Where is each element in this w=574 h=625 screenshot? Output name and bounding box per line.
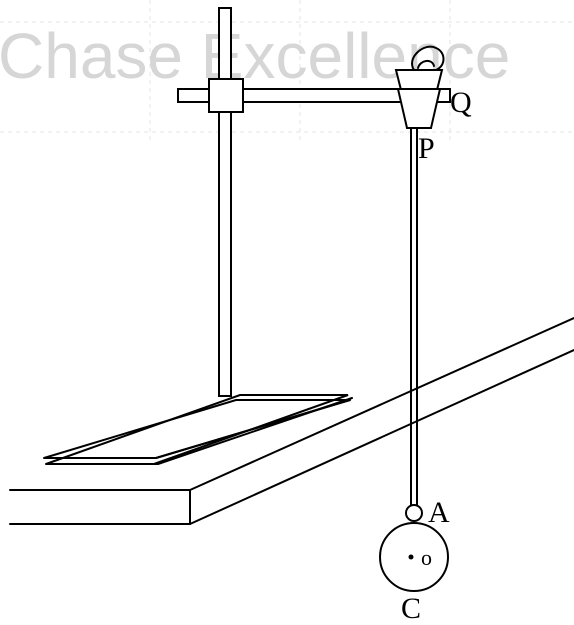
label-p: P <box>418 132 435 165</box>
label-o: o <box>421 545 432 570</box>
clamp-arm <box>177 88 451 103</box>
attachment-point-a <box>405 504 423 522</box>
stand-base-plate <box>43 394 353 465</box>
label-q: Q <box>450 86 472 119</box>
pendulum-string <box>410 127 418 507</box>
bench <box>9 317 574 525</box>
bob-center-dot <box>408 554 414 560</box>
label-a: A <box>428 496 450 529</box>
boss-clamp <box>208 78 244 113</box>
cork-holder <box>394 45 445 129</box>
stand-rod <box>218 7 232 397</box>
label-c: C <box>401 592 421 625</box>
pendulum-bob <box>379 522 449 592</box>
